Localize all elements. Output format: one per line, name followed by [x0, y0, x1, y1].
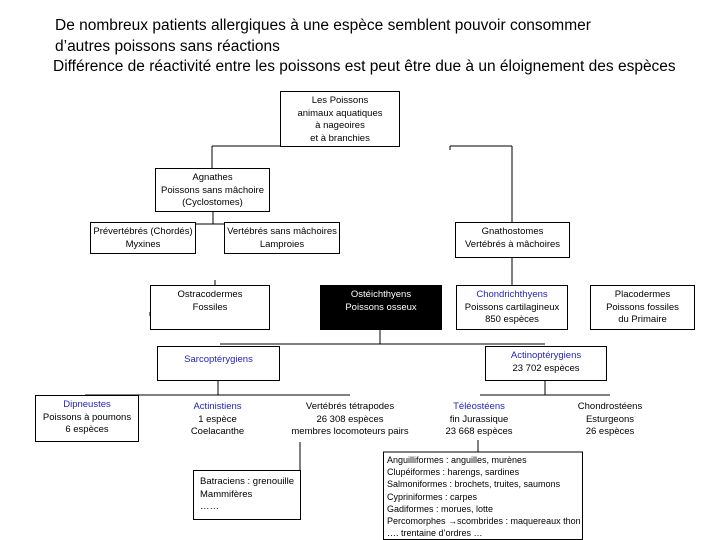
header-line-3: Différence de réactivité entre les poiss…: [53, 58, 676, 75]
node-prevertebres: Prévertébrés (Chordés)Myxines: [90, 222, 196, 254]
header-line-1: De nombreux patients allergiques à une e…: [55, 17, 591, 34]
node-orders-list: Anguilliformes : anguilles, murènes Clup…: [383, 452, 583, 540]
order-item: Anguilliformes : anguilles, murènes: [387, 455, 527, 465]
order-item: Percomorphes →scombrides : maquereaux th…: [387, 516, 581, 527]
order-item: Cypriniformes : carpes: [387, 491, 478, 502]
header-line-2: d’autres poissons sans réactions: [55, 38, 280, 55]
order-item: Clupéiformes : harengs, sardines: [387, 467, 520, 478]
order-item: Salmoniformes : brochets, truites, saumo…: [387, 479, 561, 490]
order-item: Gadiformes : morues, lotte: [387, 503, 494, 514]
node-sarcopterygiens: Sarcoptérygiens: [157, 346, 280, 381]
order-item: …. trentaine d’ordres …: [387, 528, 483, 539]
